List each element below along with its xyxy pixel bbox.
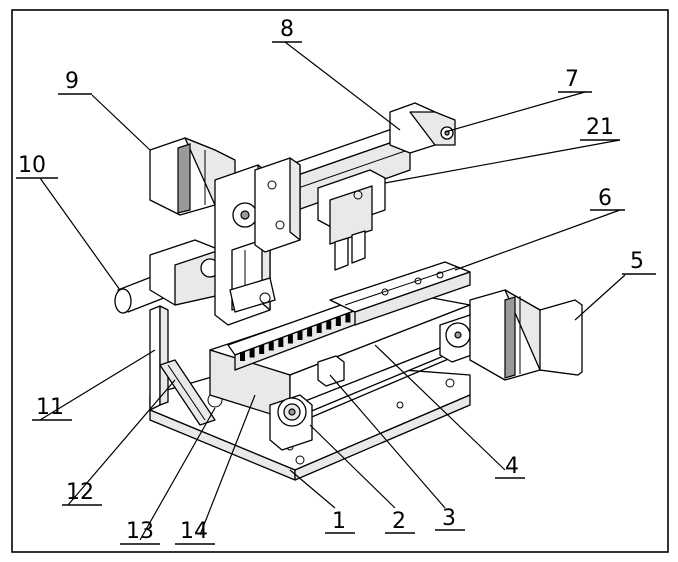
rack-tooth <box>278 338 284 347</box>
callout-8: 8 <box>272 17 302 43</box>
callout-10: 10 <box>16 153 58 179</box>
svg-text:10: 10 <box>18 153 46 178</box>
callout-12: 12 <box>62 480 102 506</box>
svg-text:14: 14 <box>180 519 208 544</box>
rack-tooth <box>307 327 313 337</box>
gripper <box>317 169 386 271</box>
callout-11: 11 <box>32 395 72 421</box>
svg-text:5: 5 <box>630 249 644 274</box>
right-motor <box>469 289 583 381</box>
svg-text:4: 4 <box>505 454 519 479</box>
svg-text:12: 12 <box>66 480 94 505</box>
upright-column <box>149 305 169 411</box>
rack-tooth <box>287 334 293 344</box>
svg-text:21: 21 <box>586 115 614 140</box>
svg-text:1: 1 <box>332 509 346 534</box>
drawing-frame <box>11 9 669 553</box>
callout-3: 3 <box>435 506 465 531</box>
svg-text:2: 2 <box>392 509 406 534</box>
svg-text:13: 13 <box>126 519 154 544</box>
support-rib <box>159 359 216 426</box>
svg-text:8: 8 <box>280 17 294 42</box>
rack-tooth <box>297 331 303 340</box>
upper-beam <box>254 102 456 253</box>
lower-slide-table <box>209 261 471 421</box>
callout-1: 1 <box>325 509 355 534</box>
leader-lines <box>39 41 626 541</box>
svg-text:9: 9 <box>65 69 79 94</box>
svg-text:6: 6 <box>598 186 612 211</box>
shaft <box>114 239 221 314</box>
callout-4: 4 <box>495 454 525 479</box>
rack-tooth <box>345 313 351 323</box>
callout-14: 14 <box>175 519 215 545</box>
callout-5: 5 <box>622 249 656 275</box>
callout-13: 13 <box>120 519 160 545</box>
rack-tooth <box>326 320 332 330</box>
callout-6: 6 <box>590 186 625 211</box>
rack-tooth <box>316 324 322 333</box>
svg-text:11: 11 <box>36 395 64 420</box>
svg-text:3: 3 <box>442 506 456 531</box>
rack-tooth <box>259 345 265 354</box>
callout-9: 9 <box>58 69 92 95</box>
rack-tooth <box>268 341 274 351</box>
rack-tooth <box>335 317 341 326</box>
rack-tooth <box>249 348 255 358</box>
callout-21: 21 <box>580 115 620 141</box>
svg-text:7: 7 <box>565 67 579 92</box>
callout-7: 7 <box>558 67 592 93</box>
rack-tooth <box>240 352 245 361</box>
callout-2: 2 <box>385 509 415 534</box>
